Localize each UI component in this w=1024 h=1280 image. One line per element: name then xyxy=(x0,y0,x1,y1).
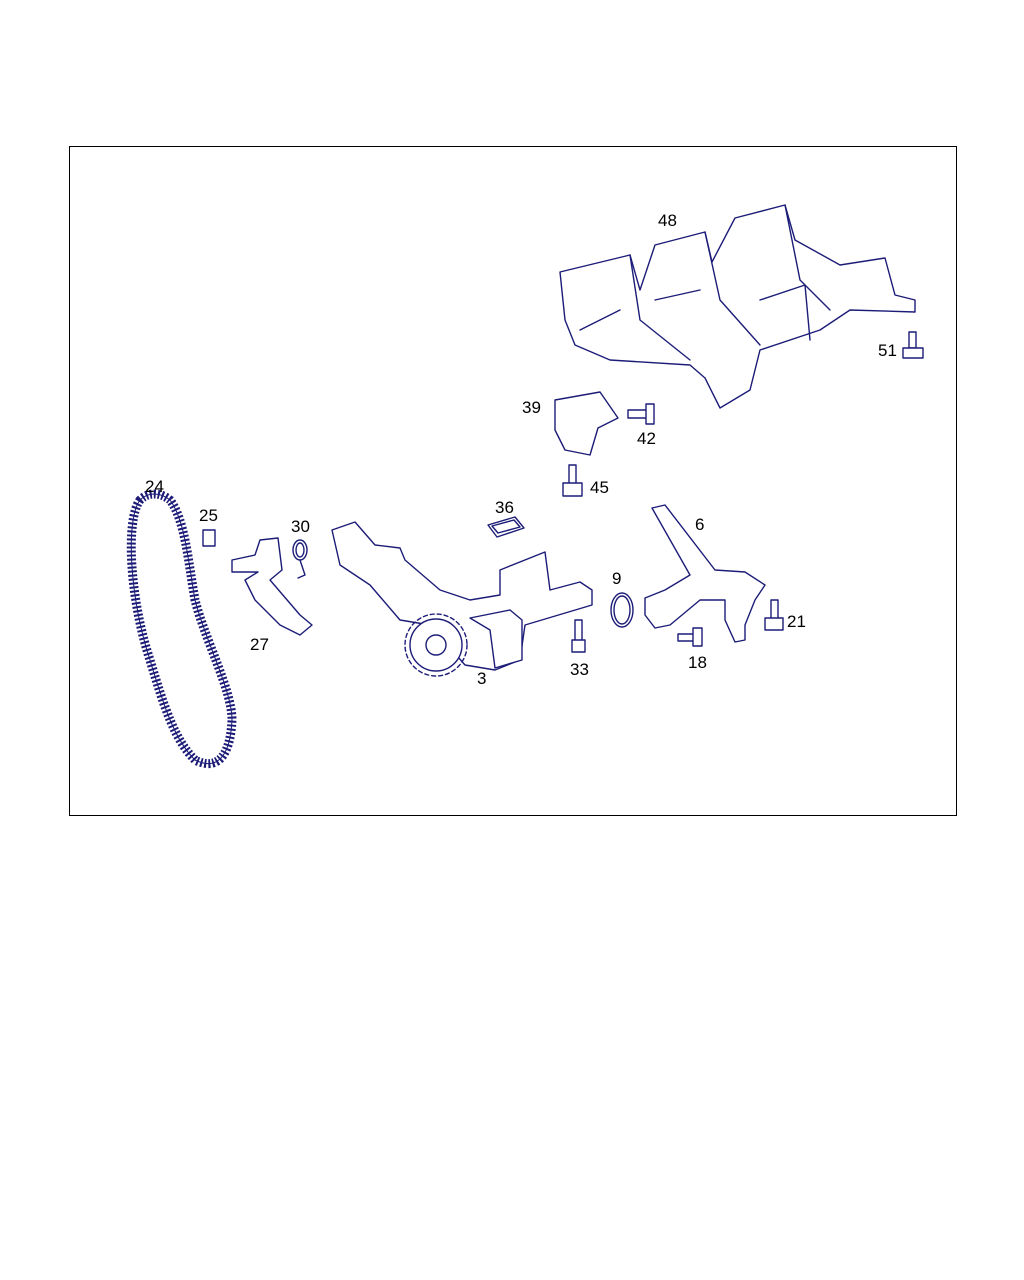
chain-link-25-part xyxy=(202,529,216,547)
bolt-33-part xyxy=(571,619,586,653)
gasket-36-part xyxy=(487,516,525,538)
callout-30: 30 xyxy=(291,517,310,536)
callout-48: 48 xyxy=(658,211,677,230)
oil-pan-baffle-part xyxy=(559,204,916,409)
callout-27: 27 xyxy=(250,635,269,654)
bolt-42-part xyxy=(627,403,655,425)
callout-51: 51 xyxy=(878,341,897,360)
bolt-45-part xyxy=(562,464,583,497)
bolt-21-part xyxy=(764,599,784,631)
bolt-51-part xyxy=(902,331,924,359)
o-ring-9-part xyxy=(610,592,634,628)
o-ring-9-inner xyxy=(613,595,631,625)
callout-6: 6 xyxy=(695,515,705,534)
callout-33: 33 xyxy=(570,660,589,679)
oil-pump-3-part xyxy=(331,521,593,677)
callout-21: 21 xyxy=(787,612,806,631)
callout-9: 9 xyxy=(612,569,622,588)
callout-25: 25 xyxy=(199,506,218,525)
callout-42: 42 xyxy=(637,429,656,448)
callout-39: 39 xyxy=(522,398,541,417)
suction-pipe-6-part xyxy=(644,504,766,643)
bolt-18-part xyxy=(677,627,703,647)
chain-24-part xyxy=(126,489,237,769)
callout-18: 18 xyxy=(688,653,707,672)
bracket-39-part xyxy=(554,391,619,456)
tensioner-27-part xyxy=(231,537,313,636)
callout-36: 36 xyxy=(495,498,514,517)
spring-30-part xyxy=(292,539,308,579)
callout-3: 3 xyxy=(477,669,487,688)
callout-45: 45 xyxy=(590,478,609,497)
diagram-frame xyxy=(69,146,957,816)
callout-24: 24 xyxy=(145,477,164,496)
